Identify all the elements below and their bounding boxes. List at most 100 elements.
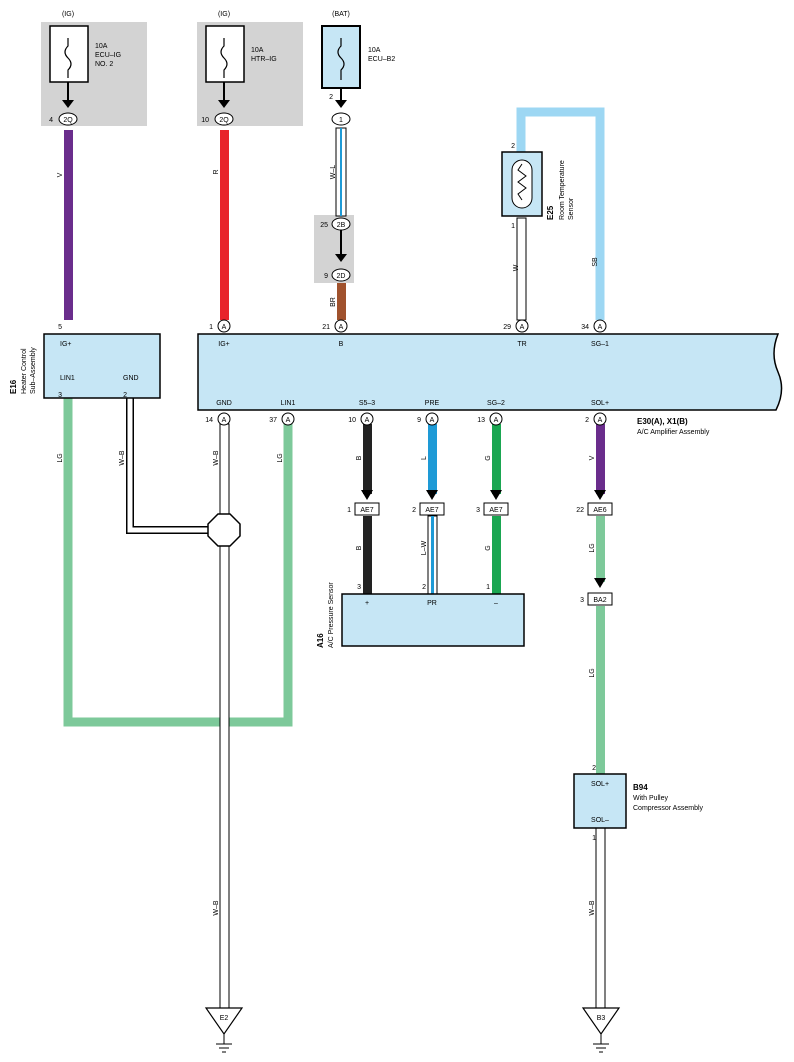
amp-bot-pin-num: 10 [348,417,356,424]
pressure-sensor-name: A/C Pressure Sensor [328,582,335,648]
fuse-icon [337,38,345,80]
fuse2-rating: 10A [251,47,264,54]
ps-pin-2: 2 [422,584,426,591]
ae7-pin-2: 2 [412,507,416,514]
wire-lg-1 [596,516,605,582]
amp-bot-pin-conn: A [286,417,291,424]
amp-bot-pin-conn: A [222,417,227,424]
wire-label-g2: G [485,545,492,550]
ps-pin-1: 3 [357,584,361,591]
wire-label-lg1: LG [589,543,596,552]
amp-top-pin-conn: A [339,324,344,331]
fuse-icon [220,38,228,78]
amp-bot-pin-label: GND [216,400,232,407]
ac-amplifier-box [197,333,783,411]
amp-top-pin-conn: A [520,324,525,331]
amp-bot-pin-num: 2 [585,417,589,424]
wire-wb-heater-core [127,398,216,533]
heater-pin-lin: 3 [58,392,62,399]
amp-bot-pin-label: PRE [425,400,440,407]
ps-label-pr: PR [427,600,437,607]
wire-label-wb-e2: W–B [213,900,220,916]
compressor-code: B94 [633,783,648,792]
comp-label-bot: SOL– [591,817,609,824]
ae7-conn-1: AE7 [360,507,373,514]
wire-label-r: R [213,169,220,174]
amp-bot-pin-conn: A [598,417,603,424]
junction-bot-pin: 9 [324,273,328,280]
wire-label-lw: L–W [421,540,428,555]
amp-bot-pin-label: SOL+ [591,400,609,407]
room-sensor-pin-bot: 1 [511,223,515,230]
wire-g-2 [492,516,501,594]
ae6-conn: AE6 [593,507,606,514]
fuse2-name: HTR–IG [251,56,277,63]
ground-e2-name: E2 [220,1015,229,1022]
fuse2-pin: 10 [201,117,209,124]
amplifier-name: A/C Amplifier Assembly [637,429,710,436]
wire-r [220,130,229,320]
wire-br [337,283,346,320]
amp-top-pin-conn: A [222,324,227,331]
ae6-pin: 22 [576,507,584,514]
compressor: 2 SOL+ SOL– B94 With Pulley Compressor A… [573,765,704,916]
room-sensor-name: Room Temperature [559,160,566,220]
wire-label-lg-heater: LG [57,453,64,462]
amp-top-pin-label: TR [517,341,526,348]
wire-b-1 [363,424,372,494]
wire-g-1 [492,424,501,494]
ba2-connector: BA2 3 [580,578,613,606]
wire-label-wb-amp: W–B [213,450,220,466]
pressure-sensor: 3 2 1 + PR – A16 A/C Pressure Sensor [316,582,525,648]
wire-label-lg2: LG [589,668,596,677]
wire-lw-stripe [431,516,434,594]
fuse3-rating: 10A [368,47,381,54]
fuse1-conn: 2Q [63,117,73,124]
splice-point [207,513,241,547]
fuse3-conn: 1 [339,117,343,124]
amp-top-pin-label: IG+ [218,341,229,348]
ae7-conn-3: AE7 [489,507,502,514]
wire-wb-main [219,423,230,1009]
wire-label-b2: B [356,545,363,550]
wire-wl-stripe [340,128,342,216]
ps-label-plus: + [365,600,369,607]
amp-bot-pin-num: 13 [477,417,485,424]
wire-label-b: B [356,455,363,460]
wire-lg-lin [63,398,293,727]
ae7-pin-3: 3 [476,507,480,514]
wire-label-lg-amp: LG [277,453,284,462]
compressor-box [573,773,627,829]
fuse-1: (IG) 10A ECU–IG NO. 2 2Q 4 [49,11,121,126]
wire-label-w: W [513,264,520,271]
heater-name: Heater Control [21,348,28,394]
ae-connectors: AE7 1 AE7 2 AE7 3 AE6 22 [347,490,613,516]
junction-bot-conn: 2D [337,273,346,280]
heater-control: 5 IG+ LIN1 GND 3 2 E16 Heater Control Su… [9,324,161,466]
junction-top-pin: 25 [320,222,328,229]
junction-top-conn: 2B [337,222,346,229]
heater-label-lin: LIN1 [60,375,75,382]
ae7-conn-2: AE7 [425,507,438,514]
pressure-sensor-box [341,593,525,647]
wire-label-br: BR [330,297,337,307]
amp-top-pin-num: 34 [581,324,589,331]
ground-e2: E2 [204,1007,244,1053]
amp-bot-pin-num: 37 [269,417,277,424]
amp-bot-pin-conn: A [430,417,435,424]
ae7-pin-1: 1 [347,507,351,514]
ground-b3-name: B3 [597,1015,606,1022]
comp-pin-top: 2 [592,765,596,772]
pressure-sensor-code: A16 [316,633,325,648]
amp-top-pin-label: SG–1 [591,341,609,348]
amp-bot-pin-label: S5–3 [359,400,375,407]
fuse3-name: ECU–B2 [368,56,395,63]
heater-pin-gnd: 2 [123,392,127,399]
fuse1-pin: 4 [49,117,53,124]
heater-code: E16 [9,379,18,394]
wire-label-l: L [421,456,428,460]
compressor-name: With Pulley [633,795,669,802]
amp-bot-pin-conn: A [365,417,370,424]
amplifier-code: E30(A), X1(B) [637,417,688,426]
wire-label-wl: W–L [330,165,337,180]
